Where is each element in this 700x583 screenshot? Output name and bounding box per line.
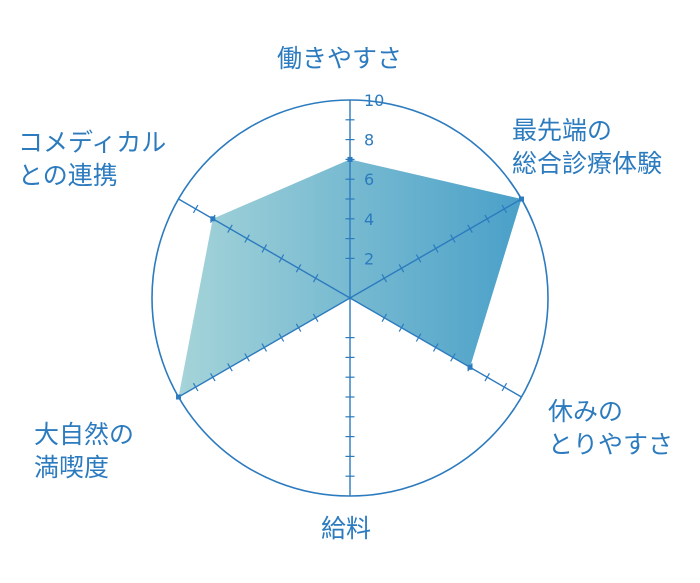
tick-label: 2 — [364, 249, 374, 268]
axis-tick — [312, 313, 319, 322]
tick-label: 6 — [364, 170, 374, 189]
axis-label-comedical: コメディカル との連携 — [18, 128, 167, 190]
axis-tick — [244, 353, 250, 362]
axis-tick — [261, 244, 268, 253]
axis-tick — [415, 254, 422, 263]
axis-tick — [381, 274, 388, 283]
axis-label-kyuryo: 給料 — [321, 514, 372, 543]
axis-tick — [210, 373, 216, 382]
tick-label: 4 — [364, 210, 374, 229]
axis-tick — [398, 264, 405, 273]
axis-tick — [278, 254, 285, 263]
axis-tick — [450, 353, 456, 362]
data-point — [467, 364, 473, 370]
tick-label: 8 — [364, 131, 374, 150]
data-point — [347, 156, 353, 162]
axis-tick — [501, 204, 508, 214]
axis-tick — [398, 323, 405, 332]
axis-label-hatarakiyasusa: 働きやすさ — [277, 44, 403, 73]
axis-tick — [501, 382, 508, 392]
axis-label-yasumi: 休みの とりやすさ — [548, 397, 674, 459]
tick-label: 10 — [364, 91, 384, 110]
data-point — [518, 196, 524, 202]
data-point — [176, 394, 182, 400]
axis-tick — [295, 323, 302, 332]
axis-tick — [415, 333, 422, 342]
axis-tick — [467, 224, 473, 233]
axis-tick — [192, 382, 199, 392]
data-point — [210, 216, 216, 222]
axis-tick — [295, 264, 302, 273]
axis-tick — [312, 274, 319, 283]
axis-tick — [432, 244, 439, 253]
axis-tick — [244, 234, 250, 243]
axis-tick — [432, 343, 439, 352]
axis-tick — [278, 333, 285, 342]
axis-tick — [381, 313, 388, 322]
axis-tick — [192, 204, 199, 214]
axis-tick — [261, 343, 268, 352]
axis-tick — [450, 234, 456, 243]
axis-label-saisentan: 最先端の 総合診療体験 — [512, 116, 663, 178]
axis-tick — [227, 363, 233, 372]
axis-label-daishizen: 大自然の 満喫度 — [34, 420, 135, 482]
axis-tick — [484, 373, 490, 382]
axis-tick — [484, 214, 490, 223]
axis-tick — [227, 224, 233, 233]
